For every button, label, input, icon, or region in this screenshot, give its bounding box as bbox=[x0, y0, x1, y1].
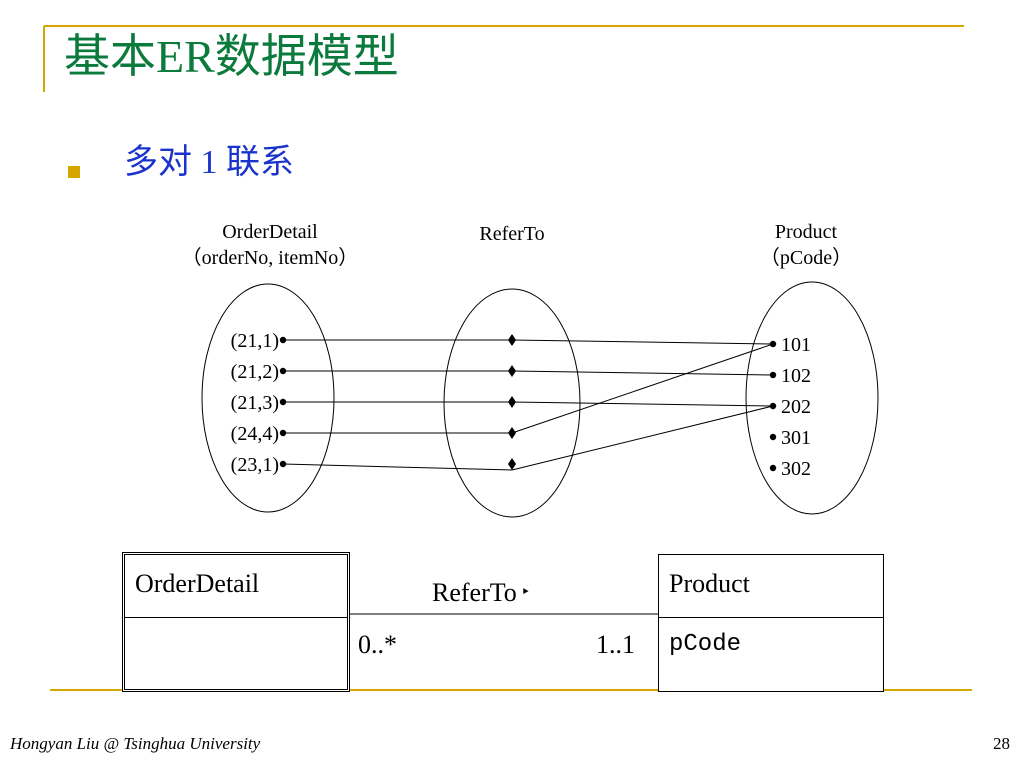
relationship-diamond bbox=[508, 365, 516, 377]
product-class-box: Product pCode bbox=[658, 554, 884, 692]
mapping-line-left bbox=[282, 463, 513, 471]
right-multiplicity: 1..1 bbox=[596, 630, 635, 659]
direction-arrow-icon: ‣ bbox=[520, 584, 531, 601]
right-set-title: Product bbox=[774, 221, 838, 243]
orderdetail-class-box: OrderDetail bbox=[122, 552, 350, 692]
right-set-dot bbox=[769, 433, 777, 441]
relationship-diamond bbox=[508, 427, 516, 439]
association-name: ReferTo‣ bbox=[432, 578, 530, 608]
right-set-dot bbox=[769, 402, 777, 410]
right-set-dot bbox=[769, 340, 777, 348]
mapping-line-right bbox=[511, 370, 774, 376]
left-set-dot bbox=[279, 336, 287, 344]
left-set-dot bbox=[279, 398, 287, 406]
mapping-line-right bbox=[511, 401, 774, 407]
bullet-square-icon bbox=[68, 166, 80, 178]
left-set-dot bbox=[279, 460, 287, 468]
left-set-ellipse bbox=[201, 283, 335, 513]
relationship-diamond bbox=[508, 396, 516, 408]
right-set-item: 202 bbox=[781, 396, 811, 418]
right-set-item: 301 bbox=[781, 427, 811, 449]
class-divider bbox=[659, 617, 883, 618]
left-set-title: OrderDetail bbox=[222, 221, 318, 243]
slide-title: 基本ER数据模型 bbox=[64, 31, 399, 82]
right-set-ellipse bbox=[745, 281, 879, 515]
class-divider bbox=[125, 617, 347, 618]
mapping-line-right bbox=[511, 343, 774, 434]
left-set-item: (21,3) bbox=[231, 392, 279, 414]
right-set-item: 302 bbox=[781, 458, 811, 480]
left-multiplicity: 0..* bbox=[358, 630, 397, 659]
association-name-text: ReferTo bbox=[432, 578, 517, 607]
product-class-name: Product bbox=[669, 569, 750, 598]
footer-author: Hongyan Liu @ Tsinghua University bbox=[10, 734, 261, 753]
left-set-item: (23,1) bbox=[231, 454, 279, 476]
right-set-item: 102 bbox=[781, 365, 811, 387]
right-set-dot bbox=[769, 371, 777, 379]
mapping-line-right bbox=[511, 405, 774, 471]
right-set-item: 101 bbox=[781, 334, 811, 356]
right-set-subtitle: （pCode） bbox=[759, 247, 853, 269]
right-set-dot bbox=[769, 464, 777, 472]
mapping-line-right bbox=[511, 339, 774, 345]
left-set-item: (21,1) bbox=[231, 330, 279, 352]
left-set-item: (24,4) bbox=[231, 423, 279, 445]
relationship-diamond bbox=[508, 334, 516, 346]
product-class-attr: pCode bbox=[669, 631, 742, 658]
mid-set-title: ReferTo bbox=[479, 223, 545, 245]
orderdetail-class-name: OrderDetail bbox=[135, 569, 260, 598]
bullet-text: 多对 1 联系 bbox=[124, 144, 294, 181]
left-set-item: (21,2) bbox=[231, 361, 279, 383]
page-number: 28 bbox=[993, 734, 1010, 753]
left-set-dot bbox=[279, 367, 287, 375]
left-set-dot bbox=[279, 429, 287, 437]
left-set-subtitle: （orderNo, itemNo） bbox=[181, 247, 359, 269]
relationship-diamond bbox=[508, 458, 516, 470]
